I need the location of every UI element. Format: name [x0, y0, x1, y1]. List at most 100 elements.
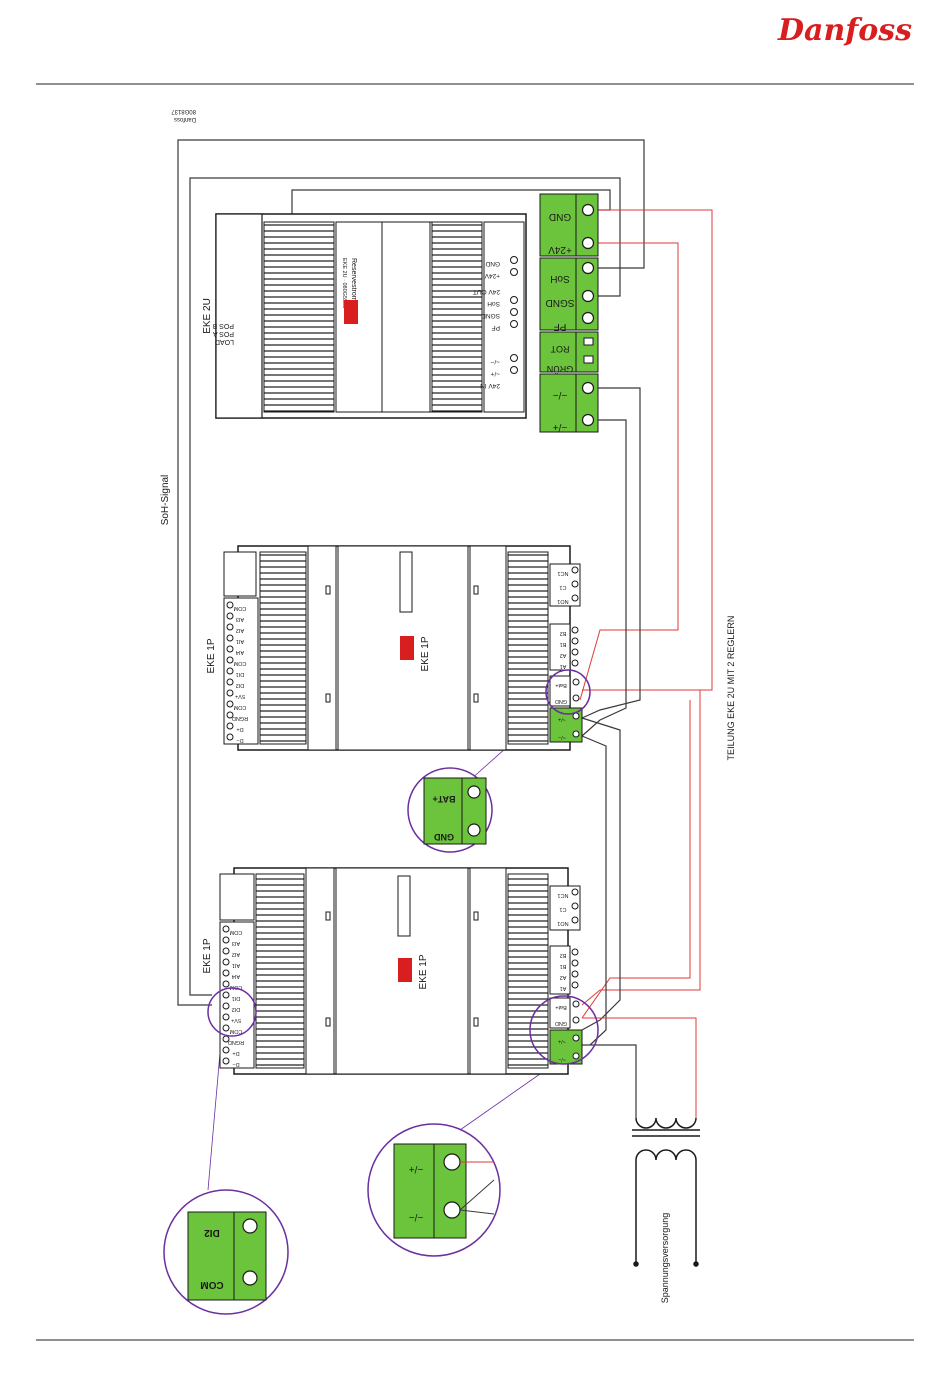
bottom-left-terminal-screw — [222, 969, 230, 977]
supply-terminal-right — [693, 1261, 699, 1267]
top-left-terminal-screw — [226, 612, 234, 620]
eke1p-top-clip-right — [469, 545, 507, 751]
eke1p-top-front-name-group: EKE 1P — [420, 636, 431, 671]
soh-signal-label-group: SoH-Signal — [160, 475, 171, 526]
top-left-terminal-label: DI1 — [236, 671, 245, 677]
eke2u-term-soh: SoH — [487, 300, 500, 307]
top-left-terminal-label: D+ — [236, 726, 243, 732]
danfoss-logo-text: Danfoss — [777, 13, 912, 48]
bottom-left-terminal-screw — [222, 1046, 230, 1054]
eke2u-name-group: EKE 2U — [202, 298, 213, 334]
top-relay-terminal-screw — [571, 580, 579, 588]
power-wire-2 — [581, 419, 627, 737]
eke2u-terminal-labels: 24V OUT GND +24V SoH SGND PF ~/− ~/+ 24V… — [473, 260, 500, 389]
bottom-left-terminal-screw — [222, 991, 230, 999]
transformer — [632, 1117, 700, 1267]
zoom-bat-screw-1 — [467, 785, 481, 799]
eke2u-term-in1: ~/− — [490, 358, 500, 365]
eke2u-status-labels: LOAD POS A POS B — [212, 322, 234, 345]
block-label-gnd: GND — [549, 211, 571, 222]
eke2u-term-24v: +24V — [484, 272, 500, 279]
top-ab-terminal-label: A1 — [560, 663, 567, 669]
top-ab-terminal-label: A2 — [560, 652, 567, 658]
bottom-relay-terminal-label: NC1 — [557, 892, 568, 898]
zoom-bat-screw-2 — [467, 823, 481, 837]
bottom-ab-terminal-label: A1 — [560, 985, 567, 991]
bottom-left-terminal-label: COM — [229, 984, 242, 990]
top-left-terminal-screw — [226, 667, 234, 675]
eke2u-front-title: Reservestrommodul — [350, 258, 357, 321]
top-left-terminal-screw — [226, 678, 234, 686]
transformer-secondary-coil — [635, 1149, 697, 1161]
transformer-lead-black — [582, 1044, 637, 1118]
top-left-terminal-label: AI3 — [236, 616, 244, 622]
supply-terminal-left — [633, 1261, 639, 1267]
power-wire-4 — [581, 735, 607, 1046]
eke2u-front-text: Reservestrommodul EKE 2U · 080G5555 — [341, 258, 357, 321]
eke2u-term-pf: PF — [492, 324, 500, 331]
zoom-bat-label-1: BAT+ — [432, 794, 455, 804]
top-relay-terminal-screw — [571, 566, 579, 574]
eke1p-top-right-bat — [549, 675, 571, 707]
bat-gnd-wire-top — [579, 242, 679, 701]
status-pos-a: POS A — [213, 330, 234, 337]
highlight-circles — [207, 669, 599, 1065]
bottom-power-terminal-screw — [572, 1034, 580, 1042]
top-relay-terminal-label: C1 — [559, 584, 566, 590]
top-bat-terminal-screw — [572, 678, 580, 686]
bottom-left-terminal-screw — [222, 958, 230, 966]
eke1p-top-window — [399, 551, 413, 613]
teilung-label: TEILUNG EKE 2U MIT 2 REGLERN — [726, 616, 736, 761]
bottom-left-terminal-screw — [222, 1024, 230, 1032]
danfoss-logo: Danfoss — [777, 13, 912, 48]
top-ab-terminal-screw — [571, 637, 579, 645]
bottom-relay-terminal-screw — [571, 916, 579, 924]
bat-plus-wire-bottom — [581, 690, 701, 1006]
eke2u-front-window — [381, 221, 431, 413]
soh-wire-outer — [177, 139, 645, 1006]
eke1p-bottom-front-name: EKE 1P — [418, 954, 429, 989]
top-left-terminal-label: COM — [233, 605, 246, 611]
block-label-soh: SoH — [550, 273, 569, 284]
top-relay-terminal-label: NC1 — [557, 570, 568, 576]
bottom-ab-terminal-screw — [571, 959, 579, 967]
eke1p-top-fins-right — [507, 551, 549, 745]
eke1p-top-module: EKE 1P EKE 1P COMAI3AI2AI1AI4COMDI1DI25V… — [206, 545, 583, 751]
eke1p-top-right-ab — [549, 623, 571, 671]
eke2u-in-title: 24V IN — [480, 382, 500, 389]
block-label-rot: ROT — [550, 344, 570, 354]
figure-code-line2: 80G8137 — [171, 108, 196, 114]
bottom-bat-terminal-label: GND — [555, 1020, 567, 1026]
top-ab-terminal-label: B2 — [560, 630, 567, 636]
top-bat-terminal-label: GND — [555, 698, 567, 704]
eke1p-top-fins-left — [259, 551, 307, 745]
bottom-left-terminal-screw — [222, 1057, 230, 1065]
top-ab-terminal-screw — [571, 648, 579, 656]
block-label-gruen: GRÜN — [547, 364, 574, 374]
top-left-terminal-screw — [226, 656, 234, 664]
zoom-bat-label-2: GND — [434, 832, 455, 842]
led-icons — [583, 337, 594, 364]
bottom-ab-terminal-screw — [571, 981, 579, 989]
top-power-terminal-label: ~/+ — [558, 716, 566, 722]
eke1p-bottom-logo — [398, 958, 412, 982]
bottom-power-terminal-label: ~/+ — [558, 1038, 566, 1044]
bottom-ab-terminal-label: B1 — [560, 963, 567, 969]
zoom-bat: BAT+ GND — [407, 767, 493, 853]
zoom-di-screw-2 — [242, 1270, 258, 1286]
eke2u-right-blocks: GND +24V SoH SGND PF ROT GRÜN ~/− ~/+ — [539, 193, 599, 433]
bottom-left-terminal-label: DI2 — [232, 1006, 241, 1012]
bottom-bat-terminal-screw — [572, 1016, 580, 1024]
eke2u-term-gnd: GND — [485, 260, 500, 267]
bottom-left-terminal-screw — [222, 925, 230, 933]
bottom-left-terminal-label: AI2 — [232, 951, 240, 957]
top-left-terminal-label: 5V+ — [235, 693, 245, 699]
bottom-ab-terminal-screw — [571, 948, 579, 956]
eke1p-bottom-right-bat — [549, 997, 571, 1029]
eke1p-top-clip-left — [307, 545, 337, 751]
eke2u-fins-right — [431, 221, 483, 413]
highlight-di-bottom — [207, 987, 257, 1037]
